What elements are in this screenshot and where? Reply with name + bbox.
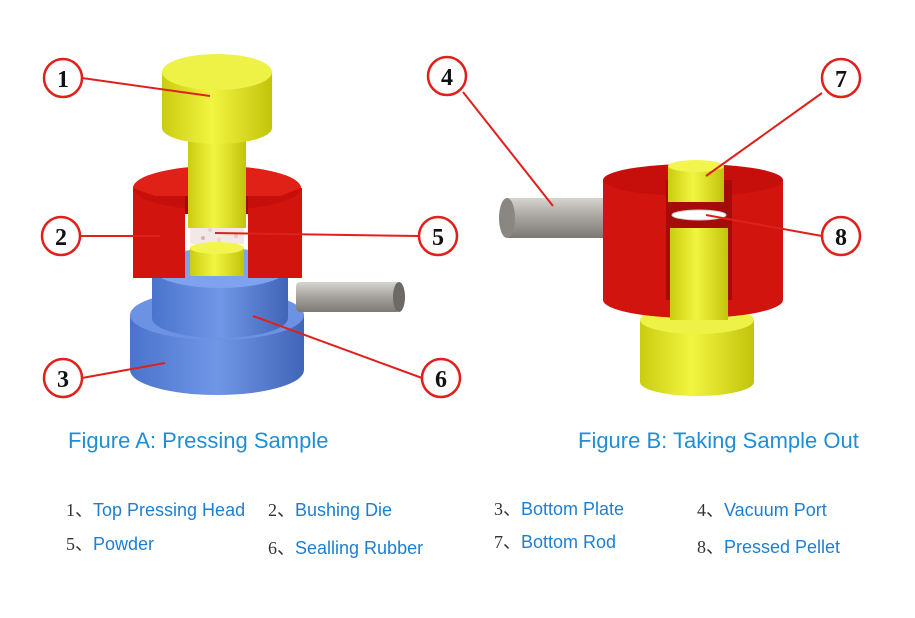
figure-b-title: Figure B: Taking Sample Out bbox=[578, 428, 859, 453]
legend-item-sealling-rubber: 6、Sealling Rubber bbox=[268, 534, 423, 560]
figure-b-drawing bbox=[499, 160, 783, 396]
top-pressing-head-shape bbox=[162, 54, 272, 228]
legend-sep: 、 bbox=[75, 534, 93, 554]
legend-num: 7 bbox=[494, 532, 503, 552]
legend-sep: 、 bbox=[277, 500, 295, 520]
legend-item-bushing-die: 2、Bushing Die bbox=[268, 496, 392, 522]
legend-item-top-pressing-head: 1、Top Pressing Head bbox=[66, 496, 245, 522]
callout-lines bbox=[80, 77, 823, 379]
legend-num: 6 bbox=[268, 538, 277, 558]
svg-text:6: 6 bbox=[435, 367, 447, 393]
legend-label: Vacuum Port bbox=[724, 500, 827, 520]
svg-text:7: 7 bbox=[835, 67, 847, 93]
callout-6: 6 bbox=[420, 357, 462, 399]
legend-label: Sealling Rubber bbox=[295, 538, 424, 558]
svg-text:4: 4 bbox=[441, 65, 453, 91]
legend-item-powder: 5、Powder bbox=[66, 530, 154, 556]
bottom-rod-a-shape bbox=[190, 242, 244, 276]
legend-label: Pressed Pellet bbox=[724, 537, 841, 557]
legend-num: 1 bbox=[66, 500, 75, 520]
sealing-rubber-shape bbox=[296, 282, 405, 312]
legend-num: 8 bbox=[697, 537, 706, 557]
figure-a-title: Figure A: Pressing Sample bbox=[68, 428, 329, 453]
callout-1: 1 bbox=[42, 57, 84, 99]
callout-8: 8 bbox=[820, 215, 862, 257]
legend-label: Top Pressing Head bbox=[93, 500, 246, 520]
svg-text:1: 1 bbox=[57, 67, 69, 93]
press-diagram: 1 2 3 4 5 6 7 8 bbox=[40, 54, 862, 399]
legend-label: Bottom Rod bbox=[521, 532, 617, 552]
legend-num: 2 bbox=[268, 500, 277, 520]
legend-sep: 、 bbox=[706, 500, 724, 520]
callout-3: 3 bbox=[42, 357, 84, 399]
legend-sep: 、 bbox=[503, 499, 521, 519]
svg-text:8: 8 bbox=[835, 225, 847, 251]
svg-text:3: 3 bbox=[57, 367, 69, 393]
legend-item-bottom-plate: 3、Bottom Plate bbox=[494, 495, 624, 521]
figure-a-drawing bbox=[130, 54, 405, 395]
legend-sep: 、 bbox=[277, 538, 295, 558]
legend-label: Bushing Die bbox=[295, 500, 393, 520]
legend-num: 4 bbox=[697, 500, 706, 520]
rod-inner-shape bbox=[670, 228, 728, 320]
pressed-pellet-shape bbox=[671, 209, 727, 221]
legend-num: 5 bbox=[66, 534, 75, 554]
callout-markers: 1 2 3 4 5 6 7 8 bbox=[40, 55, 862, 399]
legend-label: Powder bbox=[93, 534, 155, 554]
legend-item-bottom-rod: 7、Bottom Rod bbox=[494, 528, 616, 554]
callout-4: 4 bbox=[426, 55, 468, 97]
callout-5: 5 bbox=[417, 215, 459, 257]
legend-label: Bottom Plate bbox=[521, 499, 625, 519]
top-piece-b-shape bbox=[668, 160, 724, 202]
legend-item-vacuum-port: 4、Vacuum Port bbox=[697, 496, 827, 522]
callout-2: 2 bbox=[40, 215, 82, 257]
svg-text:5: 5 bbox=[432, 225, 444, 251]
legend-num: 3 bbox=[494, 499, 503, 519]
vacuum-port-shape bbox=[499, 198, 623, 238]
callout-7: 7 bbox=[820, 57, 862, 99]
legend-sep: 、 bbox=[503, 532, 521, 552]
legend-sep: 、 bbox=[706, 537, 724, 557]
legend-item-pressed-pellet: 8、Pressed Pellet bbox=[697, 533, 840, 559]
legend-sep: 、 bbox=[75, 500, 93, 520]
svg-text:2: 2 bbox=[55, 225, 67, 251]
